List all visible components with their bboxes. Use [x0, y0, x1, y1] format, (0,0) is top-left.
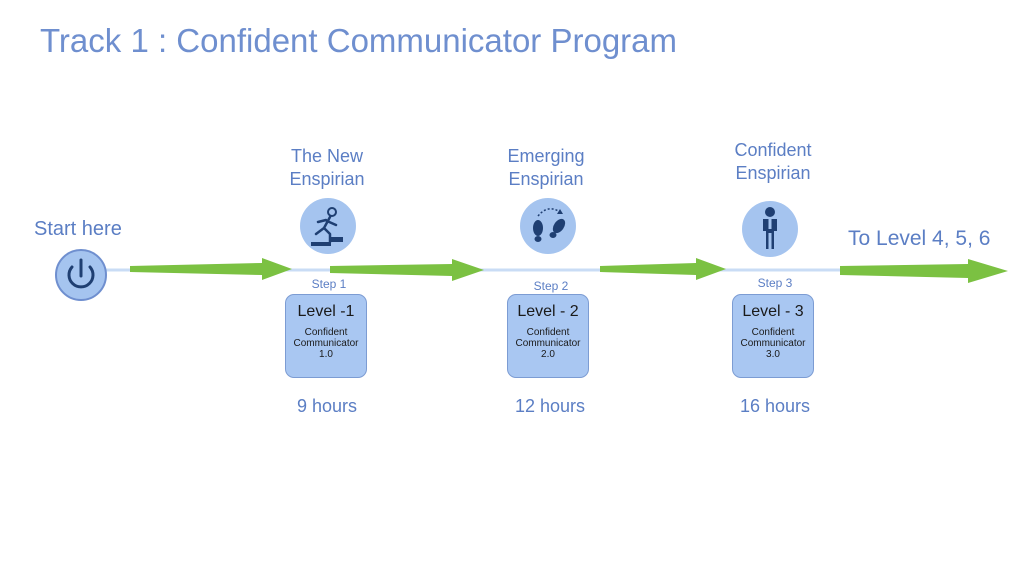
level-2-desc-line2: Communicator [515, 338, 581, 349]
level-3-title: Level - 3 [742, 303, 804, 320]
page-title: Track 1 : Confident Communicator Program [40, 22, 678, 59]
stage-3-label: Confident Enspirian [703, 139, 843, 185]
stage-2-hours: 12 hours [514, 396, 586, 416]
step-3-label: Step 3 [757, 276, 793, 290]
flow-arrow-4 [840, 259, 1008, 283]
level-1-title: Level -1 [297, 303, 355, 320]
stage-1-label-line2: Enspirian [289, 169, 365, 189]
stage-1-hours: 9 hours [296, 396, 358, 416]
level-2-desc-line3: 2.0 [541, 349, 555, 360]
stage-2-label-line2: Enspirian [508, 169, 584, 189]
stage-2-label-line1: Emerging [507, 146, 585, 166]
stage-3-label-line1: Confident [734, 140, 812, 160]
flow-arrow-3 [600, 258, 726, 280]
level-1-desc-line1: Confident [304, 327, 348, 338]
step-1-label: Step 1 [311, 277, 347, 291]
step-2-label: Step 2 [533, 279, 569, 293]
stage-3-hours: 16 hours [739, 396, 811, 416]
level-3-desc: Confident Communicator 3.0 [733, 327, 813, 360]
level-3-desc-line2: Communicator [740, 338, 806, 349]
end-label: To Level 4, 5, 6 [848, 227, 991, 250]
standing-person-icon [742, 201, 798, 257]
start-label: Start here [34, 218, 122, 240]
level-2-title: Level - 2 [517, 303, 579, 320]
level-2-desc: Confident Communicator 2.0 [508, 327, 588, 360]
level-1-desc-line2: Communicator [293, 338, 359, 349]
flow-arrow-1 [130, 258, 292, 280]
footsteps-icon [520, 198, 576, 254]
level-1-desc-line3: 1.0 [319, 349, 333, 360]
level-3-desc-line3: 3.0 [766, 349, 780, 360]
level-2-desc-line1: Confident [526, 327, 570, 338]
stage-3-label-line2: Enspirian [735, 163, 811, 183]
flow-arrow-2 [330, 259, 484, 281]
power-icon[interactable] [55, 249, 107, 301]
stage-1-label-line1: The New [290, 146, 364, 166]
level-2-box: Level - 2 Confident Communicator 2.0 [507, 294, 589, 378]
stage-2-label: Emerging Enspirian [476, 145, 616, 191]
level-3-desc-line1: Confident [751, 327, 795, 338]
stage-1-label: The New Enspirian [257, 145, 397, 191]
level-3-box: Level - 3 Confident Communicator 3.0 [732, 294, 814, 378]
level-1-box: Level -1 Confident Communicator 1.0 [285, 294, 367, 378]
climbing-person-icon [300, 198, 356, 254]
level-1-desc: Confident Communicator 1.0 [286, 327, 366, 360]
